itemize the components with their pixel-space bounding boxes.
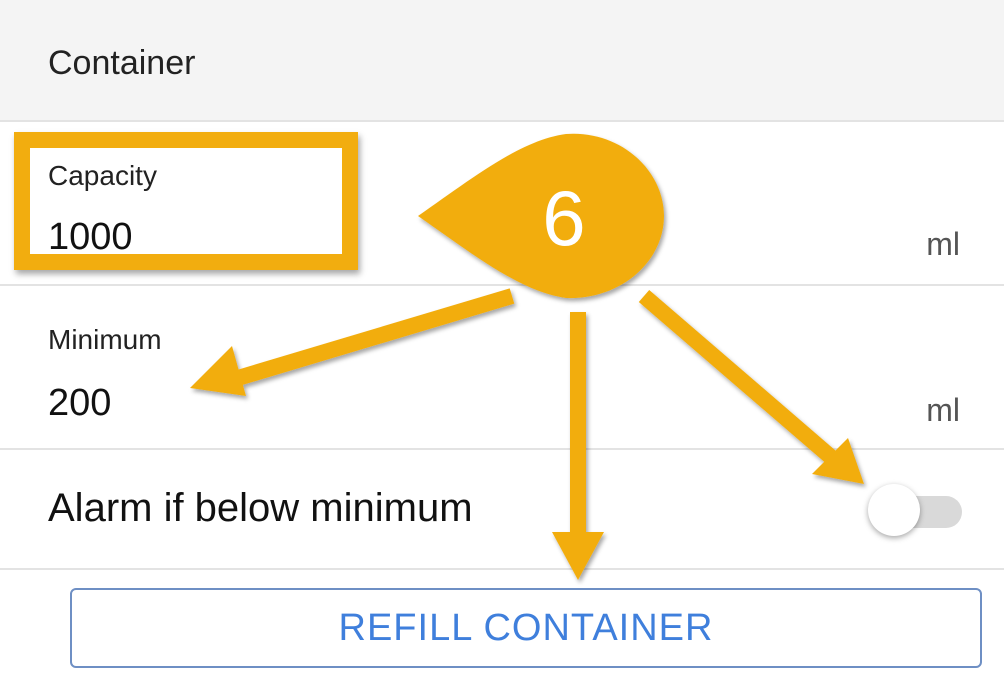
alarm-toggle-thumb[interactable] (868, 484, 920, 536)
minimum-unit: ml (926, 392, 960, 428)
minimum-label: Minimum (48, 324, 162, 355)
minimum-row: Minimum ml (0, 286, 1004, 450)
capacity-label: Capacity (48, 160, 157, 191)
alarm-label: Alarm if below minimum (48, 486, 473, 530)
capacity-input[interactable] (48, 216, 348, 259)
capacity-row: Capacity ml (0, 122, 1004, 286)
section-title: Container (48, 44, 196, 82)
refill-container-button[interactable]: REFILL CONTAINER (70, 588, 982, 668)
minimum-input[interactable] (48, 382, 348, 425)
section-header: Container (0, 0, 1004, 122)
alarm-toggle[interactable] (868, 484, 964, 536)
alarm-row: Alarm if below minimum (0, 450, 1004, 570)
capacity-unit: ml (926, 226, 960, 262)
